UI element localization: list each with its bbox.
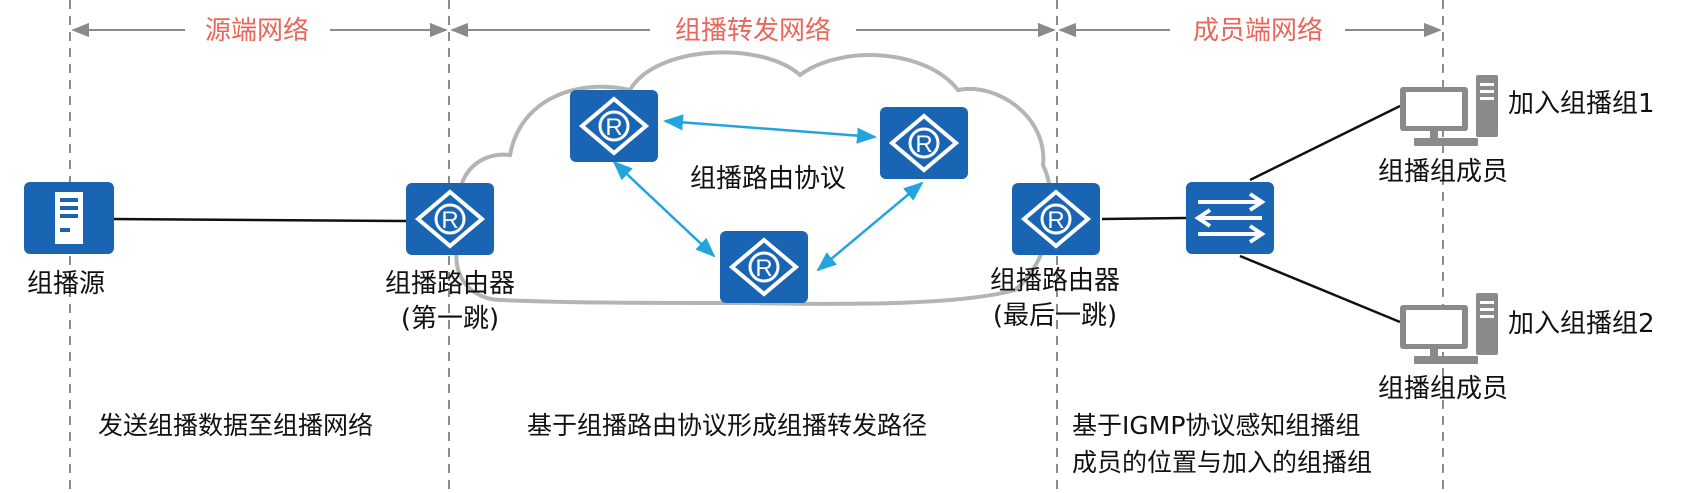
label-source-server: 组播源 [27, 269, 105, 299]
desc-forwarding: 基于组播路由协议形成组播转发路径 [527, 411, 927, 440]
label-first-hop-router: 组播路由器 [385, 269, 515, 299]
link-last-hop-to-switch [1101, 216, 1187, 221]
label-first-hop-note: (第一跳) [401, 304, 499, 334]
zone-title-source: 源端网络 [205, 16, 309, 46]
desc-member-line2: 成员的位置与加入的组播组 [1072, 448, 1372, 477]
label-last-hop-note: (最后一跳) [993, 301, 1117, 331]
label-member1-caption: 组播组成员 [1378, 157, 1508, 187]
link-switch-to-member1 [1249, 104, 1401, 182]
switch-icon [1186, 182, 1274, 254]
router-icon-first-hop [404, 181, 496, 257]
zone-title-member: 成员端网络 [1193, 16, 1323, 46]
protocol-link-left [612, 160, 716, 258]
router-icon-last-hop [1010, 181, 1102, 257]
protocol-link-right [816, 181, 924, 272]
label-protocol: 组播路由协议 [690, 164, 846, 194]
label-member2-join: 加入组播组2 [1508, 309, 1655, 339]
label-member1-join: 加入组播组1 [1508, 89, 1655, 119]
desc-source: 发送组播数据至组播网络 [98, 411, 373, 440]
pc-icon-member1 [1400, 75, 1498, 146]
zone-title-forwarding: 组播转发网络 [675, 16, 831, 46]
link-switch-to-member2 [1239, 254, 1401, 324]
server-icon [24, 182, 114, 254]
link-source-to-first-hop [111, 217, 407, 223]
label-last-hop-router: 组播路由器 [990, 266, 1120, 296]
router-icon-cloud-bottom [718, 229, 810, 305]
label-member2-caption: 组播组成员 [1378, 374, 1508, 404]
router-icon-cloud-top-right [878, 105, 970, 181]
desc-member-line1: 基于IGMP协议感知组播组 [1072, 411, 1360, 440]
pc-icon-member2 [1400, 293, 1498, 364]
router-icon-cloud-top-left [568, 88, 660, 164]
protocol-link-top [663, 114, 877, 144]
